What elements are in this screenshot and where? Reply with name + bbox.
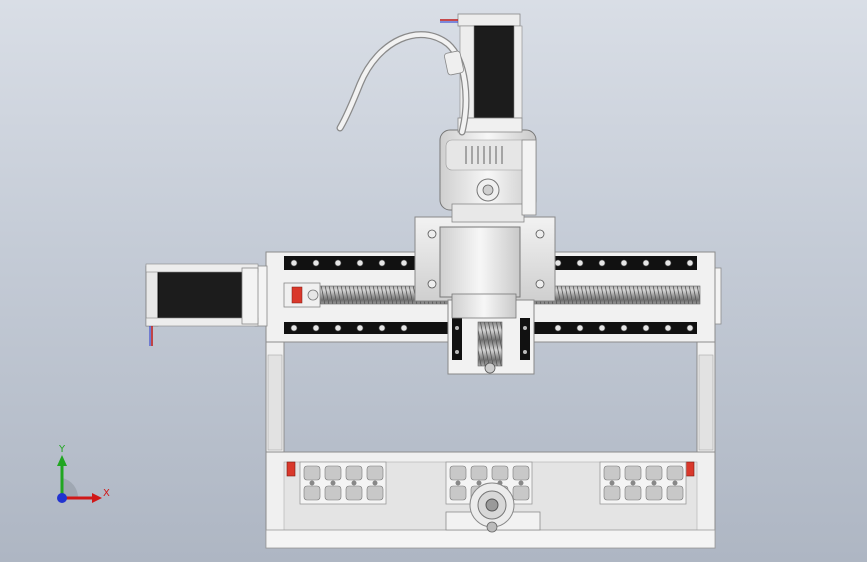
- rail-bolt: [642, 324, 650, 332]
- rail-bolt: [312, 324, 320, 332]
- rail-bolt: [378, 259, 386, 267]
- rail-bolt: [642, 259, 650, 267]
- extrusion-profiles: [299, 461, 687, 505]
- rail-bolt: [686, 259, 694, 267]
- x-stepper-motor: [145, 263, 259, 346]
- rail-bolt: [356, 259, 364, 267]
- rail-bolt: [554, 324, 562, 332]
- triad-y-label: Y: [58, 444, 66, 455]
- rail-bolt: [554, 259, 562, 267]
- rail-bolt: [664, 259, 672, 267]
- rail-bolt: [334, 324, 342, 332]
- rail-bolt: [356, 324, 364, 332]
- coordinate-triad-icon: Y X: [57, 444, 110, 503]
- rail-bolt: [400, 259, 408, 267]
- extrusion-profile: [299, 461, 387, 505]
- rail-bolt: [334, 259, 342, 267]
- rail-bolt: [400, 324, 408, 332]
- rail-bolt: [290, 324, 298, 332]
- rail-bolt: [378, 324, 386, 332]
- spindle-cable: [336, 31, 470, 136]
- rail-bolt: [312, 259, 320, 267]
- rail-bolt: [686, 324, 694, 332]
- rail-bolt: [620, 259, 628, 267]
- rail-bolt: [620, 324, 628, 332]
- spindle-carriage: [414, 216, 556, 375]
- y-screw-end-bearing: [445, 482, 541, 533]
- rail-bolt: [598, 259, 606, 267]
- triad-x-label: X: [103, 488, 110, 499]
- rail-bolt: [598, 324, 606, 332]
- z-stepper-motor: [440, 13, 523, 133]
- rail-bolt: [576, 324, 584, 332]
- rail-bolts: [290, 259, 694, 332]
- router-spindle: [439, 129, 537, 223]
- rail-bolt: [576, 259, 584, 267]
- rail-bolt: [664, 324, 672, 332]
- end-stop-right: [685, 461, 695, 477]
- rail-bolt: [290, 259, 298, 267]
- end-stop-left: [286, 461, 296, 477]
- extrusion-profile: [599, 461, 687, 505]
